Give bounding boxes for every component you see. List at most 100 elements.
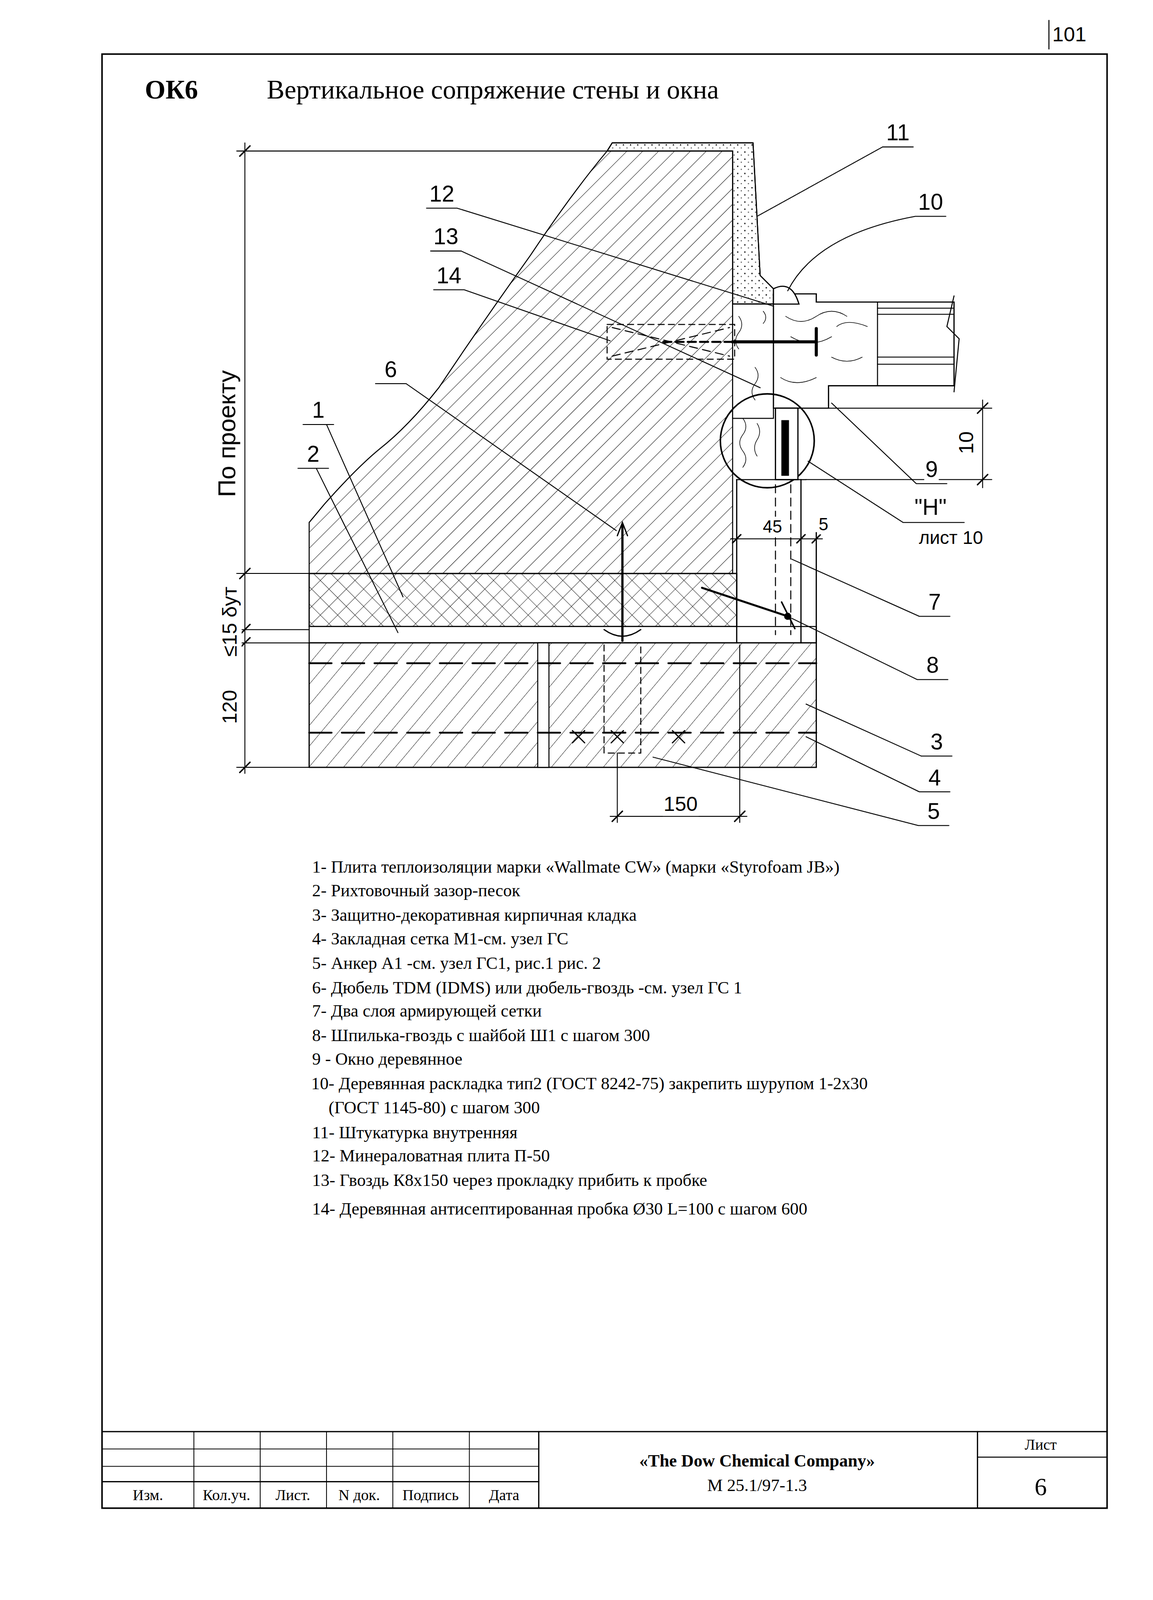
callout-number: 2 [306,441,321,468]
window-frame [663,341,733,343]
wall-section [621,525,624,641]
callout-number: 8 [925,652,941,679]
sheet-number: 6 [1033,1473,1048,1502]
dimension-label: 120 [217,689,242,726]
dimension-label: ≤15 [217,622,242,659]
dimension-lines [236,573,310,575]
leader-lines [806,737,951,792]
leader-lines [787,216,946,291]
window-frame [780,311,868,383]
sheet-frame [392,1431,394,1509]
callout-number: 3 [929,728,945,755]
dimension-lines [236,629,310,631]
leader-lines [297,468,398,634]
wall-section [617,522,628,536]
dimension-lines [616,753,618,823]
legend-item: 11- Штукатурка внутренняя [311,1123,519,1144]
dimension-lines [982,400,984,488]
callout-number: 10 [917,189,945,216]
leader-lines [831,403,947,485]
wall-section [781,602,795,629]
leader-lines [791,618,949,680]
wall-section [309,573,737,627]
sheet-frame [259,1431,261,1509]
legend-item: 7- Два слоя армирующей сетки [311,1001,543,1022]
sheet-reference: лист 10 [918,527,985,549]
dimension-label: δут [217,585,242,619]
wall-section [702,588,788,617]
legend-item: 1- Плита теплоизоляции марки «Wallmate C… [311,857,841,878]
sheet-frame [102,54,1108,1509]
title-block-cell: Лист [1024,1436,1059,1455]
callout-number: 7 [927,589,942,616]
dimension-lines [806,479,992,481]
window-frame [773,293,955,409]
window-frame [773,286,799,305]
title-block-cell: Дата [487,1486,520,1505]
window-frame [607,324,735,360]
title-block-cell: Изм. [131,1486,164,1505]
company-name: «The Dow Chemical Company» [638,1451,876,1472]
legend-item: 12- Минераловатная плита П-50 [311,1146,551,1167]
legend-item: 3- Защитно-декоративная кирпичная кладка [311,905,638,926]
leader-lines [806,704,952,757]
legend-item: 5- Анкер А1 -см. узел ГС1, рис.1 рис. 2 [311,953,602,974]
window-frame [607,286,960,489]
dimension-label: 150 [662,792,699,817]
callout-number: 9 [924,456,940,483]
callout-number: 13 [432,223,460,250]
legend-item: 8- Шпилька-гвоздь с шайбой Ш1 с шагом 30… [311,1025,651,1046]
drawing-title: Вертикальное сопряжение стены и окна [265,74,720,105]
legend-item: 10- Деревянная раскладка тип2 (ГОСТ 8242… [311,1071,883,1120]
callout-number: 4 [927,764,942,791]
dimension-lines [977,403,988,485]
leader-lines [791,559,951,617]
sheet-frame [326,1431,327,1509]
wall-section [309,151,733,574]
dimension-lines [236,767,310,768]
leader-lines [297,147,965,827]
dimension-lines [828,407,992,409]
window-frame [781,420,789,476]
page-number: 101 [1051,23,1088,47]
sheet-frame [102,1481,540,1483]
sheet-frame [469,1431,471,1509]
legend-item: 14- Деревянная антисептированная пробка … [311,1199,808,1220]
window-frame [877,308,955,365]
callout-number: 11 [885,119,911,146]
leader-lines [302,424,403,598]
wall-section [736,479,738,644]
sheet-frame [102,1448,540,1450]
leader-lines [808,461,965,523]
callout-number: 5 [926,798,941,825]
title-block-cell: Подпись [401,1486,460,1505]
dimension-lines [730,538,823,540]
dimension-label: 5 [817,514,830,535]
wall-section [309,626,817,644]
window-frame [775,408,798,480]
leader-lines [433,289,611,341]
window-frame [732,340,817,344]
wall-section [790,484,792,635]
detail-code: ОК6 [143,74,199,105]
wall-section [537,643,550,768]
leader-lines [653,757,950,827]
title-block-cell: N док. [337,1486,382,1505]
leader-lines [430,251,761,388]
sheet-frame [102,20,1108,1509]
sheet-frame [102,1466,540,1468]
dimension-lines [236,143,992,823]
wall-section [603,643,641,754]
wall-section [572,730,685,743]
leader-lines [757,147,914,217]
sheet-frame [193,1431,195,1509]
dimension-label: 45 [762,516,783,537]
wall-section [735,311,766,401]
dimension-lines [239,145,250,773]
dimension-label: По проекту [212,369,241,499]
callout-number: 1 [311,397,326,424]
legend-item: 4- Закладная сетка М1-см. узел ГС [311,929,570,950]
dimension-lines [244,143,246,774]
